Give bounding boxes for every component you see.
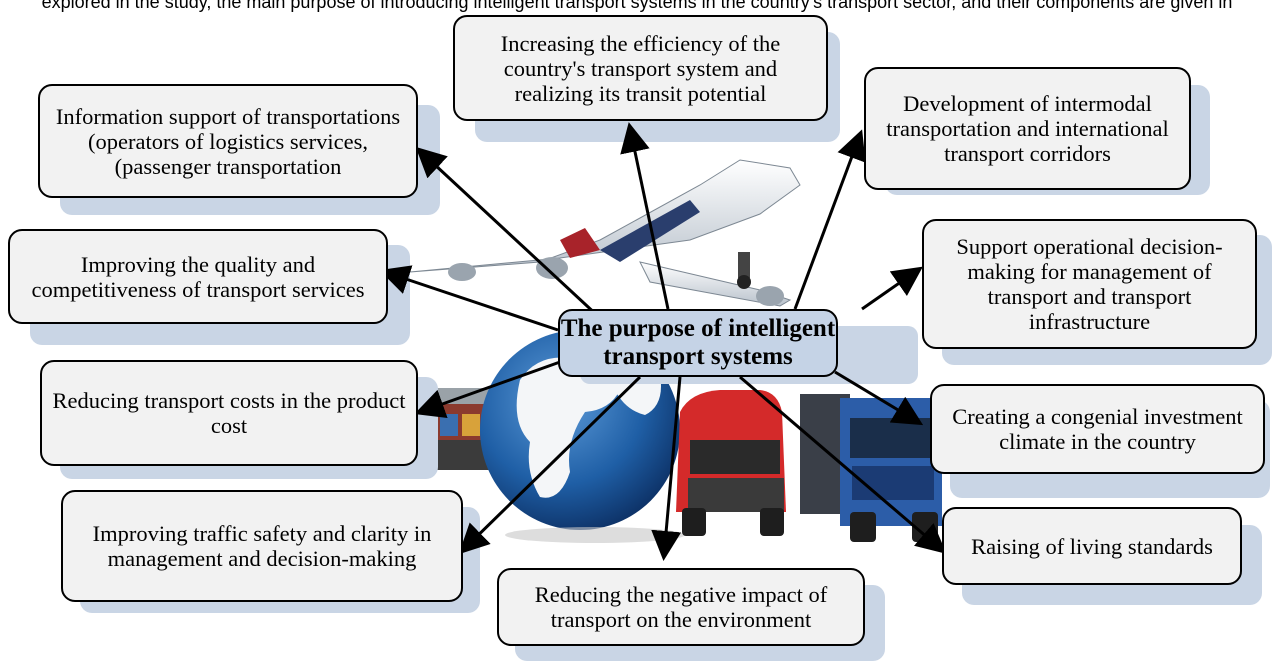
center-node: The purpose of intelligent transport sys… — [558, 309, 838, 377]
arrow — [793, 129, 866, 310]
arrow — [458, 375, 642, 555]
goal-text: Creating a congenial investment climate … — [952, 404, 1243, 454]
goal-text: Improving traffic safety and clarity in … — [92, 521, 432, 571]
goal-box-intermodal: Development of intermodal transportation… — [864, 67, 1191, 190]
goal-text: Development of intermodal transportation… — [886, 91, 1169, 166]
goal-text: Support operational decision-making for … — [956, 234, 1223, 334]
goal-text: Increasing the efficiency of the country… — [500, 30, 781, 106]
goal-box-investment: Creating a congenial investment climate … — [930, 384, 1265, 474]
goal-text: Raising of living standards — [971, 533, 1213, 559]
arrow — [739, 375, 947, 554]
goal-text: Improving the quality and competitivenes… — [31, 251, 365, 302]
goal-box-decision-support: Support operational decision-making for … — [922, 219, 1257, 349]
goal-box-costs: Reducing transport costs in the product … — [40, 360, 418, 466]
center-title: The purpose of intelligent transport sys… — [560, 315, 836, 370]
page-text-fragment: explored in the study, the main purpose … — [41, 0, 1233, 12]
goal-text: Reducing the negative impact of transpor… — [534, 582, 828, 632]
goal-box-safety: Improving traffic safety and clarity in … — [61, 490, 463, 602]
goal-box-environment: Reducing the negative impact of transpor… — [497, 568, 865, 646]
arrow — [379, 265, 559, 332]
arrow — [861, 266, 923, 311]
goal-box-living-standards: Raising of living standards — [942, 507, 1242, 585]
goal-box-information-support: Information support of transportations (… — [38, 84, 418, 198]
goal-text: Reducing transport costs in the product … — [52, 388, 406, 438]
arrow — [651, 376, 682, 561]
van-icon — [676, 390, 786, 536]
arrow — [620, 122, 670, 310]
goal-box-quality: Improving the quality and competitivenes… — [8, 229, 388, 324]
goal-box-efficiency: Increasing the efficiency of the country… — [453, 15, 828, 121]
truck-icon — [800, 394, 942, 542]
airplane-icon — [409, 159, 801, 307]
arrow — [414, 360, 561, 419]
goal-text: Information support of transportations (… — [55, 103, 401, 179]
arrow — [415, 146, 602, 320]
arrow — [834, 370, 924, 426]
